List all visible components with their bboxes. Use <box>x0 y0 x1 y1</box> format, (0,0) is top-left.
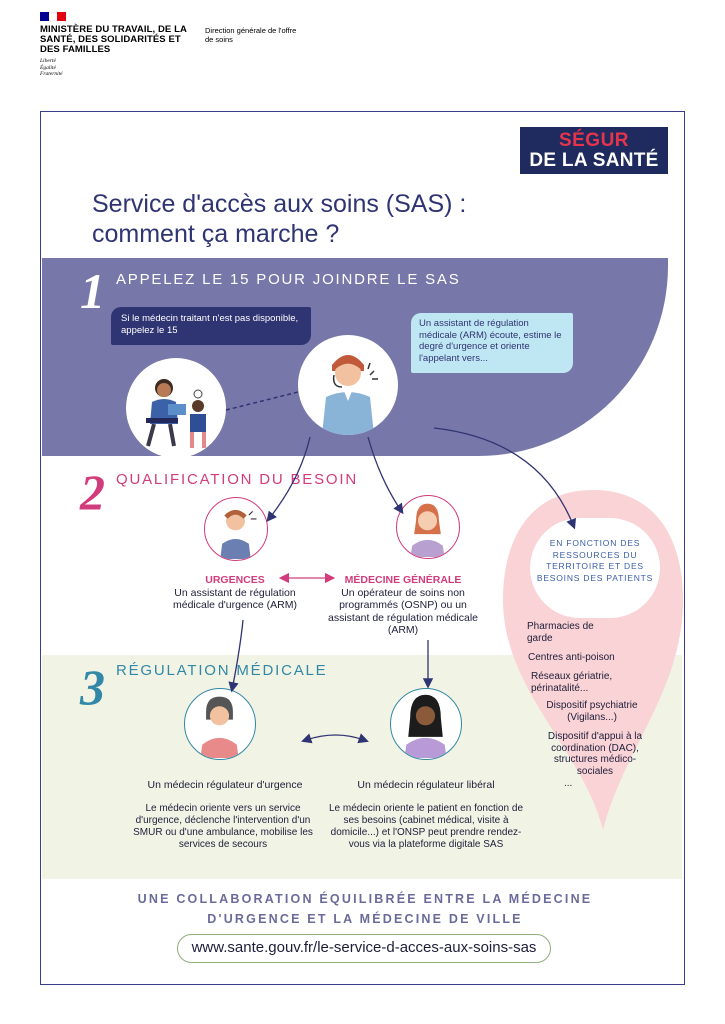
motto-liberte: Liberté <box>40 58 56 64</box>
medecine-operator-icon <box>410 503 445 557</box>
resource-item-geriatrie: Réseaux gériatrie, périnatalité... <box>531 671 613 694</box>
resource-item-pharmacies: Pharmacies de garde <box>527 621 594 644</box>
liberal-doctor-illustration <box>390 688 462 760</box>
page-title: Service d'accès aux soins (SAS) : commen… <box>92 190 467 248</box>
urgence-doctor-illustration <box>184 688 256 760</box>
segur-logo: SÉGUR DE LA SANTÉ <box>520 127 668 174</box>
motto-egalite: Égalité <box>40 64 56 71</box>
resources-heading-circle <box>530 518 660 618</box>
medecine-block: MÉDECINE GÉNÉRALE Un opérateur de soins … <box>318 574 488 637</box>
resource-item-dac: Dispositif d'appui à la coordination (DA… <box>547 731 643 777</box>
operator-headset-icon <box>322 355 378 435</box>
urgences-block: URGENCES Un assistant de régulation médi… <box>135 574 335 612</box>
government-logo-block: MINISTÈRE DU TRAVAIL, DE LA SANTÉ, DES S… <box>40 12 200 78</box>
direction-label: Direction générale de l'offre de soins <box>205 26 297 44</box>
segur-logo-line2: DE LA SANTÉ <box>529 150 659 171</box>
urgence-doctor-icon <box>200 696 239 758</box>
resource-item-antipoison: Centres anti-poison <box>528 652 615 663</box>
step-number-1: 1 <box>80 263 105 319</box>
urgences-assistant-illustration <box>204 497 268 561</box>
urgence-doctor-description: Le médecin oriente vers un service d'urg… <box>133 803 313 850</box>
step-number-3: 3 <box>80 659 105 715</box>
medecine-operator-illustration <box>396 495 460 559</box>
collaboration-tagline: UNE COLLABORATION ÉQUILIBRÉE ENTRE LA MÉ… <box>137 892 593 926</box>
motto-fraternite: Fraternité <box>40 71 63 77</box>
infographic-frame <box>40 111 685 985</box>
republic-motto: Liberté Égalité Fraternité <box>40 58 200 78</box>
french-flag-icon <box>40 12 67 21</box>
liberal-doctor-description: Le médecin oriente le patient en fonctio… <box>328 803 524 850</box>
liberal-doctor-icon <box>404 694 447 758</box>
urgences-operator-icon <box>220 509 257 559</box>
caller-illustration <box>126 358 226 458</box>
urgence-doctor-title: Un médecin régulateur d'urgence <box>147 779 303 791</box>
arm-listens-bubble: Un assistant de régulation médicale (ARM… <box>411 313 573 373</box>
section3-title: RÉGULATION MÉDICALE <box>116 662 328 679</box>
section2-title: QUALIFICATION DU BESOIN <box>116 471 358 488</box>
resource-item-more: ... <box>564 778 573 789</box>
ministry-name: MINISTÈRE DU TRAVAIL, DE LA SANTÉ, DES S… <box>40 24 187 55</box>
resource-item-psychiatrie: Dispositif psychiatrie (Vigilans...) <box>546 700 638 723</box>
arm-operator-illustration <box>298 335 398 435</box>
medecine-title: MÉDECINE GÉNÉRALE <box>344 574 462 586</box>
urgences-description: Un assistant de régulation médicale d'ur… <box>173 586 297 612</box>
medecine-description: Un opérateur de soins non programmés (OS… <box>327 586 478 637</box>
resources-heading: EN FONCTION DES RESSOURCES DU TERRITOIRE… <box>536 538 654 583</box>
urgences-title: URGENCES <box>205 574 265 586</box>
call-15-bubble: Si le médecin traitant n'est pas disponi… <box>111 307 311 345</box>
liberal-doctor-title: Un médecin régulateur libéral <box>357 779 495 791</box>
segur-logo-line1: SÉGUR <box>558 130 630 151</box>
step-number-2: 2 <box>80 464 105 520</box>
sas-website-link[interactable]: www.sante.gouv.fr/le-service-d-acces-aux… <box>177 934 551 963</box>
section1-title: APPELEZ LE 15 POUR JOINDRE LE SAS <box>116 271 461 288</box>
caller-family-icon <box>146 379 206 448</box>
